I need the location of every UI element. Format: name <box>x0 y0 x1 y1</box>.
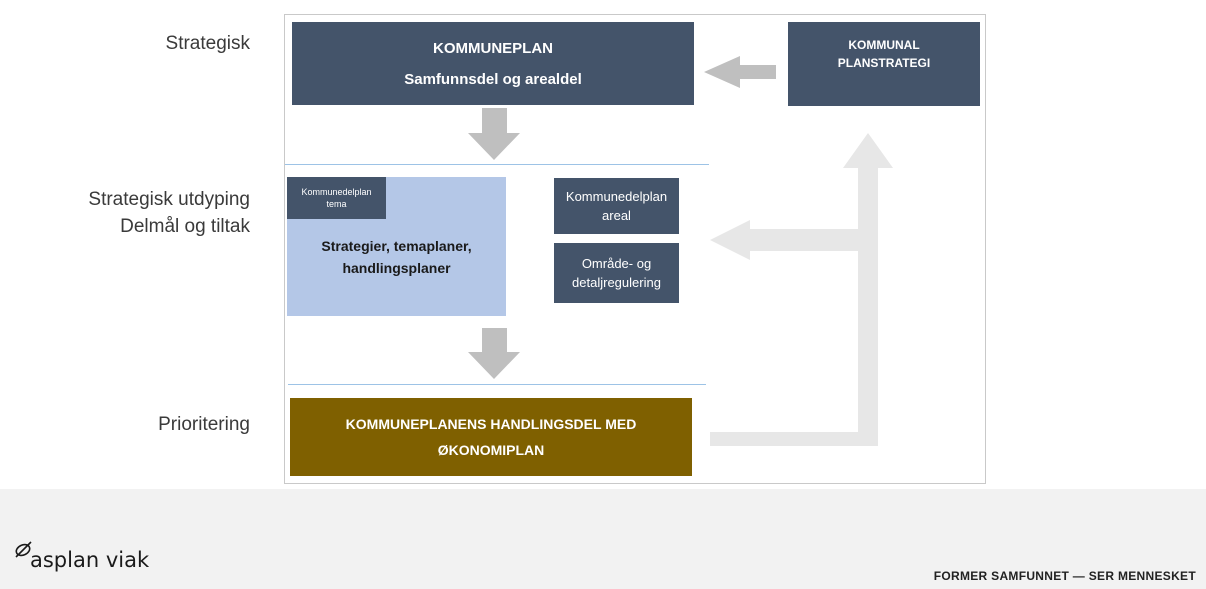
row-label-strategic-elaboration: Strategisk utdyping Delmål og tiltak <box>0 186 250 240</box>
handlingsdel-line: ØKONOMIPLAN <box>437 442 545 458</box>
kommuneplan-box: KOMMUNEPLAN Samfunnsdel og arealdel <box>292 22 694 105</box>
kommunedelplan-tema-line: Kommunedelplan <box>301 187 372 197</box>
kommunedelplan-areal-line: areal <box>602 208 631 223</box>
planstrategi-line: PLANSTRATEGI <box>837 56 931 70</box>
down-arrow-2 <box>468 328 520 379</box>
row-label-strategic: Strategisk <box>165 33 250 54</box>
asplan-viak-logo-icon <box>15 541 32 558</box>
handlingsdel-box: KOMMUNEPLANENS HANDLINGSDEL MED ØKONOMIP… <box>290 398 692 476</box>
planstrategi-line: KOMMUNAL <box>848 38 920 52</box>
tagline: FORMER SAMFUNNET — SER MENNESKET <box>933 569 1196 583</box>
omrade-regulering-box: Område- og detaljregulering <box>554 243 679 303</box>
footer-band <box>0 489 1206 589</box>
planstrategi-box: KOMMUNAL PLANSTRATEGI <box>788 22 980 106</box>
omrade-regulering-line: detaljregulering <box>572 275 661 290</box>
omrade-regulering-line: Område- og <box>581 256 652 271</box>
strategies-line: Strategier, temaplaner, <box>321 237 472 254</box>
kommunedelplan-tema-box: Kommunedelplan tema <box>287 177 386 219</box>
feedback-arrow <box>710 133 893 446</box>
row-label-prioritization: Prioritering <box>158 414 250 435</box>
row-label-line: Strategisk utdyping <box>88 189 250 210</box>
asplan-viak-logo: asplan viak <box>30 548 150 572</box>
strategies-line: handlingsplaner <box>342 259 451 276</box>
row-label-line: Delmål og tiltak <box>120 216 250 237</box>
kommuneplan-subtitle: Samfunnsdel og arealdel <box>404 70 582 88</box>
divider-line <box>285 164 709 165</box>
handlingsdel-line: KOMMUNEPLANENS HANDLINGSDEL MED <box>345 416 637 432</box>
divider-line <box>288 384 706 385</box>
branch-arrow-left <box>710 220 858 260</box>
kommunedelplan-areal-box: Kommunedelplan areal <box>554 178 679 234</box>
kommuneplan-title: KOMMUNEPLAN <box>433 39 553 57</box>
down-arrow-1 <box>468 108 520 160</box>
kommunedelplan-tema-line: tema <box>326 199 347 209</box>
kommunedelplan-areal-line: Kommunedelplan <box>565 189 668 204</box>
arrow-planstrategi-to-kommuneplan <box>704 56 776 88</box>
